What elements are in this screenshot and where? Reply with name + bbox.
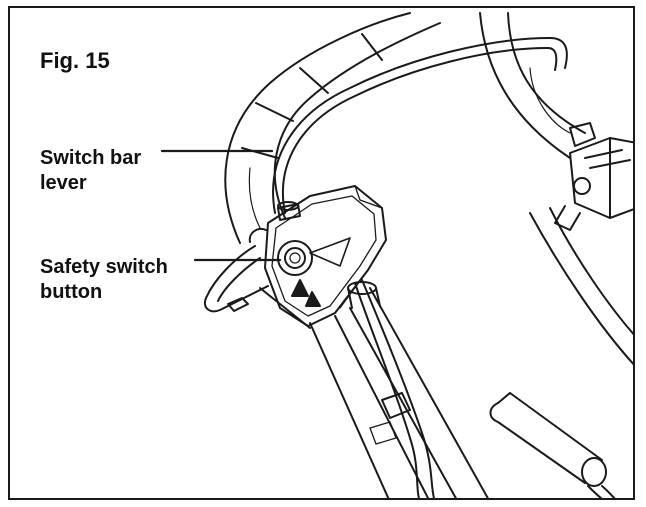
switch-bar-lever xyxy=(272,37,568,214)
pivot-cylinder xyxy=(277,201,301,221)
switch-housing xyxy=(264,185,387,327)
callout-leaders xyxy=(160,149,282,262)
callout-switch-bar-lever-line1: Switch bar xyxy=(40,147,142,169)
callout-safety-switch-button-line2: button xyxy=(40,281,103,303)
callout-switch-bar-lever-line2: lever xyxy=(40,172,87,194)
callout-safety-switch-button: Safety switch button xyxy=(40,255,168,305)
safety-switch-button xyxy=(277,240,313,276)
figure-number: Fig. 15 xyxy=(40,48,110,73)
callout-safety-switch-button-line1: Safety switch xyxy=(40,256,168,278)
loose-grip-tube xyxy=(489,392,616,498)
mower-handle-illustration xyxy=(160,12,633,498)
right-clamp xyxy=(554,122,633,231)
cable-hook xyxy=(204,227,269,313)
figure-frame: Fig. 15 Switch bar lever Safety switch b… xyxy=(8,6,635,500)
callout-switch-bar-lever: Switch bar lever xyxy=(40,146,141,196)
lower-handle-tubes xyxy=(259,279,489,498)
right-frame-tubes xyxy=(479,12,633,366)
handle-bar xyxy=(224,12,441,244)
